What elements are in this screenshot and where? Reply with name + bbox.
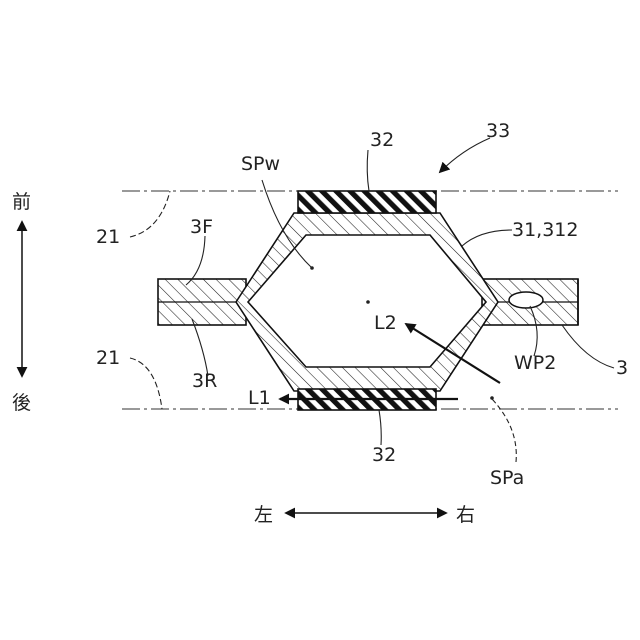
direction-rear-label: 後 — [12, 392, 31, 414]
label-3f: 3F — [190, 216, 213, 238]
label-l2: L2 — [374, 312, 397, 334]
leader-3 — [562, 325, 614, 368]
leader-32-bottom — [379, 410, 381, 445]
space-spa-dot — [490, 396, 494, 400]
label-spa: SPa — [490, 467, 524, 489]
member-32-top — [298, 191, 436, 213]
leader-3f — [186, 236, 205, 285]
direction-front-label: 前 — [12, 191, 31, 213]
weld-point-wp2 — [509, 292, 543, 308]
label-3r: 3R — [192, 370, 217, 392]
label-32-top: 32 — [370, 129, 394, 151]
label-21-bottom: 21 — [96, 347, 120, 369]
leader-32-top — [367, 150, 369, 191]
label-21-top: 21 — [96, 226, 120, 248]
leader-21-bottom — [130, 358, 162, 409]
label-33: 33 — [486, 120, 510, 142]
label-3: 3 — [616, 357, 628, 379]
direction-left-label: 左 — [254, 504, 273, 526]
label-32-bottom: 32 — [372, 444, 396, 466]
direction-right-label: 右 — [456, 504, 475, 526]
space-center-dot — [366, 300, 370, 304]
leader-31-312 — [462, 230, 512, 246]
label-wp2: WP2 — [514, 352, 556, 374]
leader-3r — [192, 319, 208, 376]
label-spw: SPw — [241, 153, 280, 175]
label-l1: L1 — [248, 387, 271, 409]
leader-33 — [440, 138, 490, 172]
label-31-312: 31,312 — [512, 219, 578, 241]
leader-21-top — [130, 191, 170, 237]
